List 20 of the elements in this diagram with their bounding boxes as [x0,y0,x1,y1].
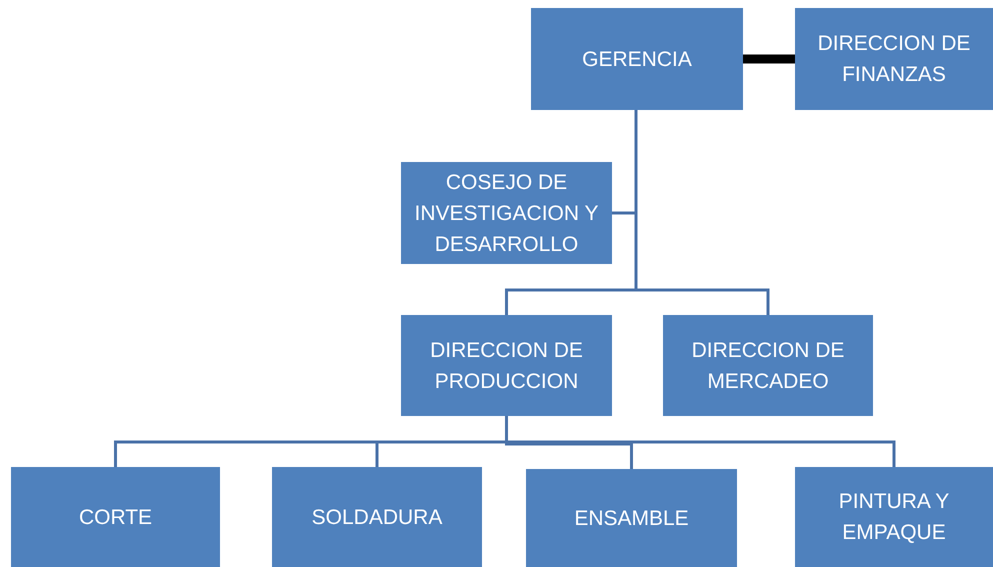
org-box [272,467,482,567]
box-label: SOLDADURA [312,504,442,530]
org-box [526,469,737,567]
box-label: ENSAMBLE [574,506,689,532]
box-label: PINTURA Y EMPAQUE [838,489,950,546]
org-box [401,315,612,416]
connector-line [743,54,795,64]
box-label: GERENCIA [582,46,692,72]
box-label: DIRECCION DE FINANZAS [816,31,972,88]
box-label: COSEJO DE INVESTIGACION Y DESARROLLO [414,170,600,258]
org-box [795,467,993,567]
box-label: DIRECCION DE MERCADEO [690,338,846,394]
box-label: DIRECCION DE PRODUCCION [429,338,584,394]
org-box [663,315,873,416]
connector-line [634,110,770,315]
org-box [401,162,612,264]
box-label: CORTE [78,504,152,530]
org-box [11,467,220,567]
org-box [531,8,743,110]
org-box [795,8,993,110]
